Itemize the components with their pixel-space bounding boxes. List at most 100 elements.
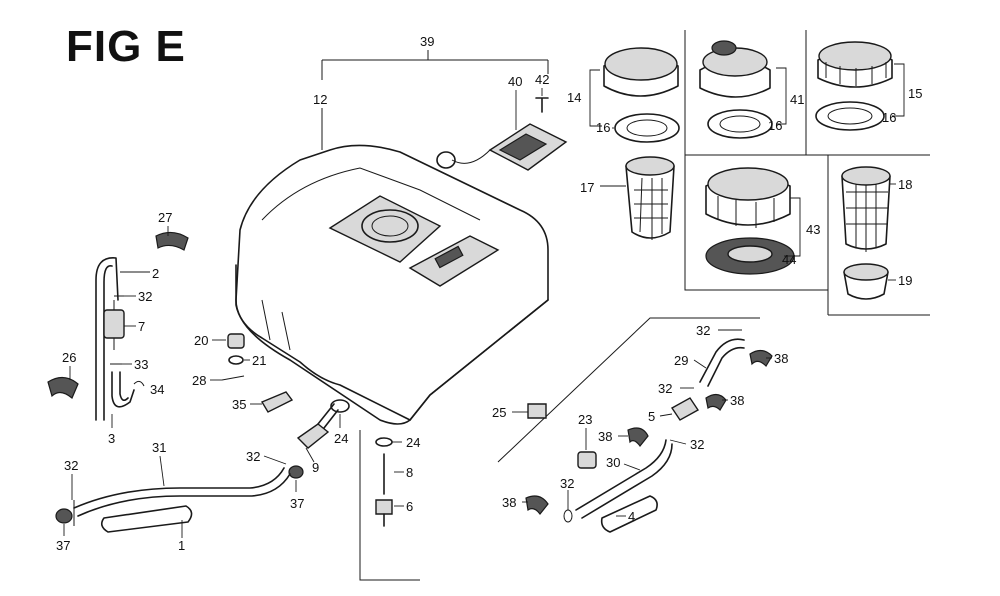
clamp-38c	[627, 427, 649, 447]
clip-27	[155, 231, 189, 251]
callout-32a: 32	[138, 289, 152, 304]
callout-30: 30	[606, 455, 620, 470]
hose-2	[95, 257, 119, 421]
leader-15	[892, 63, 905, 117]
hose-1	[100, 505, 193, 533]
fuel-cock-9	[288, 403, 339, 479]
callout-16b: 16	[768, 118, 782, 133]
callout-28: 28	[192, 373, 206, 388]
fuel-tank	[235, 144, 549, 425]
callout-40: 40	[508, 74, 522, 89]
hose-31-top	[73, 467, 285, 509]
bracket-39	[321, 59, 549, 80]
tank-gauge-window	[434, 245, 464, 269]
strainer-18-rim	[841, 166, 891, 186]
leader-43	[790, 197, 801, 257]
frame-cap-left	[684, 30, 829, 315]
fuel-cap-15	[815, 41, 905, 131]
washer-24b	[375, 437, 393, 447]
gasket-16a-inner	[626, 119, 668, 137]
callout-42: 42	[535, 72, 549, 87]
callout-34: 34	[150, 382, 164, 397]
leader-5	[659, 413, 673, 417]
fuel-cap-41	[699, 40, 787, 139]
gasket-16b-inner	[719, 115, 761, 133]
callout-38c: 38	[598, 429, 612, 444]
leader-9	[305, 447, 315, 463]
clip-32g	[563, 509, 573, 523]
strainer-18	[841, 166, 891, 252]
fuel-gauge-float-arm	[451, 149, 491, 164]
callout-33: 33	[134, 357, 148, 372]
fuel-gauge-body	[498, 133, 548, 161]
callout-19: 19	[898, 273, 912, 288]
callout-27: 27	[158, 210, 172, 225]
clip-34	[133, 380, 145, 387]
cap-43-top	[707, 167, 789, 201]
tank-crease	[261, 167, 481, 221]
callout-38a: 38	[774, 351, 788, 366]
callout-25: 25	[492, 405, 506, 420]
leader-32b	[263, 455, 287, 465]
fuel-gauge-float	[436, 151, 456, 169]
tank-body	[235, 144, 549, 425]
callout-37a: 37	[290, 496, 304, 511]
callout-26: 26	[62, 350, 76, 365]
fuel-filter-7	[103, 309, 125, 339]
callout-32g: 32	[560, 476, 574, 491]
hose-30-b	[581, 443, 673, 519]
ring-19	[843, 263, 889, 300]
clamp-38d	[525, 495, 549, 515]
clamp-38b	[705, 393, 727, 411]
callout-38d: 38	[502, 495, 516, 510]
callout-labels: 39 40 42 12 14 16 41 16 15 16 17 43 44 1…	[56, 34, 922, 553]
fuel-cock-body	[296, 423, 330, 449]
right-hose-assembly	[525, 338, 773, 533]
bolt-20	[227, 333, 245, 349]
gasket-16c-inner	[827, 107, 873, 125]
washer-21	[228, 355, 244, 365]
tank-lower-rim	[235, 264, 411, 421]
fuel-cap-43	[705, 167, 801, 275]
hose-4	[600, 495, 658, 533]
hose-30-a	[575, 439, 667, 511]
callout-12: 12	[313, 92, 327, 107]
callout-18: 18	[898, 177, 912, 192]
left-hose-assembly	[95, 257, 135, 421]
cap-41-knob	[711, 40, 737, 56]
drain-bolt-6	[375, 499, 393, 515]
tank-filler-neck	[361, 209, 419, 243]
leader-31	[159, 455, 165, 487]
tank-side-ribs	[261, 299, 291, 351]
clips-left	[47, 231, 189, 399]
callout-14: 14	[567, 90, 581, 105]
clamp-37a	[288, 465, 304, 479]
strainer-18-mesh	[846, 176, 888, 252]
callout-24b: 24	[406, 435, 420, 450]
callout-35: 35	[232, 397, 246, 412]
hose-3	[111, 371, 135, 408]
clamp-38a	[749, 349, 773, 367]
hose-29-b	[707, 346, 745, 387]
fitting-25	[527, 403, 547, 419]
callout-9: 9	[312, 460, 319, 475]
callout-15: 15	[908, 86, 922, 101]
hose-31-bottom	[77, 473, 291, 517]
callout-7: 7	[138, 319, 145, 334]
callout-32c: 32	[64, 458, 78, 473]
callout-16c: 16	[882, 110, 896, 125]
callout-1: 1	[178, 538, 185, 553]
callout-32d: 32	[696, 323, 710, 338]
fuel-cock-stem	[317, 403, 339, 429]
nut-23	[577, 451, 597, 469]
leader-29	[693, 359, 707, 369]
callout-39: 39	[420, 34, 434, 49]
callout-43: 43	[806, 222, 820, 237]
ring-19-rim	[843, 263, 889, 281]
callout-38b: 38	[730, 393, 744, 408]
leader-14	[589, 69, 602, 127]
cap-15-grip	[825, 62, 887, 86]
callout-23: 23	[578, 412, 592, 427]
callout-32e: 32	[658, 381, 672, 396]
